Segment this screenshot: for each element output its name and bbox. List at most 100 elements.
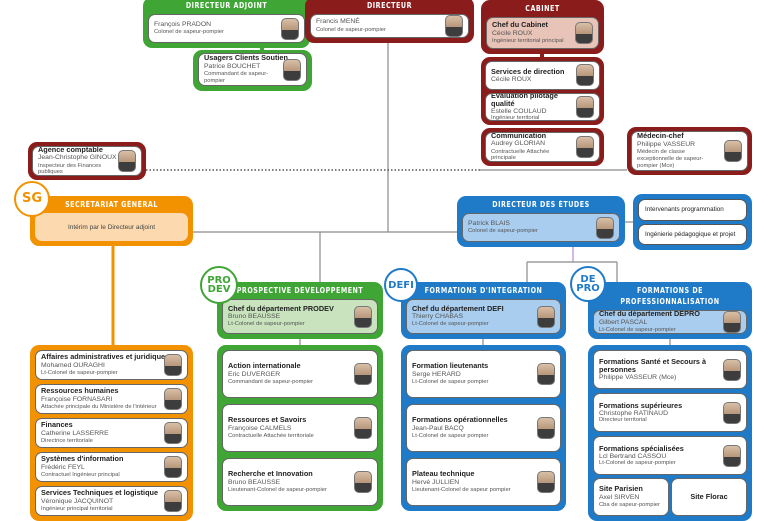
- secretariat-general-panel: SECRÉTARIAT GÉNÉRAL Intérim par le Direc…: [30, 196, 193, 246]
- person-photo-icon: [576, 136, 594, 158]
- person-photo-icon: [723, 311, 741, 333]
- card-title: Services Techniques et logistique: [41, 488, 159, 498]
- person-name: Françoise FORNASARI: [41, 395, 113, 403]
- card-title: Plateau technique: [412, 469, 475, 479]
- person-photo-icon: [164, 456, 182, 478]
- person-role: Lt-Colonel de sapeur-pompier: [412, 321, 489, 328]
- person-role: Commandant de sapeur-pompier: [228, 378, 314, 385]
- card-title: Formations Santé et Secours à personnes: [599, 356, 707, 374]
- person-name: Eric DUVERGER: [228, 370, 281, 378]
- card-title: Site Parisien: [599, 484, 643, 494]
- person-role: Ingénieur territorial: [491, 115, 540, 121]
- person-name: Catherine LASSERRE: [41, 429, 109, 437]
- person-name: Patrick BLAIS: [468, 219, 510, 227]
- person-photo-icon: [723, 444, 741, 467]
- person-name: Thierry CHABAS: [412, 313, 463, 321]
- person-name: Gilbert PASCAL: [599, 318, 648, 326]
- person-photo-icon: [537, 305, 555, 328]
- card-title: Évaluation pilotage qualité: [491, 92, 558, 108]
- panel-header: FORMATIONS D'INTEGRATION: [424, 286, 543, 295]
- side-item-intervenants[interactable]: Intervenants programmation: [638, 199, 747, 221]
- card-title: Agence comptable: [38, 146, 103, 154]
- org-card[interactable]: Site Florac: [671, 478, 747, 516]
- person-photo-icon: [723, 401, 741, 424]
- person-name: Francis MENÉ: [316, 18, 360, 26]
- depro-badge: DE PRO: [570, 266, 606, 302]
- defi-badge: DEFI: [384, 268, 418, 302]
- person-role: Lieutenant-Colonel de sapeur-pompier: [228, 486, 327, 493]
- card-title: Médecin-chef: [637, 131, 684, 141]
- person-role: Médecin de classe exceptionnelle de sape…: [637, 149, 704, 169]
- card-title: Formation lieutenants: [412, 361, 489, 371]
- person-role: Contractuelle Attachée principale: [491, 148, 550, 162]
- person-name: Véronique JACQUINOT: [41, 497, 114, 505]
- person-photo-icon: [354, 471, 372, 493]
- panel-header: CABINET: [525, 4, 560, 13]
- person-role: Cba de sapeur-pompier: [599, 501, 660, 508]
- person-role: Ingénieur principal territorial: [41, 505, 113, 512]
- card-title: Usagers Clients Soutien: [204, 53, 288, 63]
- depro-panel: FORMATIONS DE PROFESSIONNALISATION Chef …: [588, 282, 752, 339]
- person-photo-icon: [723, 358, 741, 381]
- person-photo-icon: [164, 422, 182, 444]
- person-photo-icon: [118, 150, 136, 172]
- person-photo-icon: [354, 363, 372, 385]
- person-role: Colonel de sapeur-pompier: [468, 228, 538, 235]
- person-name: Serge HERARD: [412, 370, 461, 378]
- person-role: Lt-Colonel de sapeur pompier: [412, 378, 489, 385]
- person-role: Contractuelle Attachée territoriale: [228, 432, 314, 439]
- person-name: Mohamed OURAGHI: [41, 361, 105, 369]
- person-photo-icon: [537, 417, 555, 439]
- person-role: Lt-Colonel de sapeur-pompier: [41, 369, 118, 376]
- person-name: Patrice BOUCHET: [204, 62, 261, 70]
- card-text: Site Florac: [690, 492, 727, 502]
- person-name: Philippe VASSEUR: [637, 140, 696, 148]
- side-item-ingenierie[interactable]: Ingénierie pédagogique et projet: [638, 223, 747, 245]
- person-photo-icon: [283, 58, 301, 81]
